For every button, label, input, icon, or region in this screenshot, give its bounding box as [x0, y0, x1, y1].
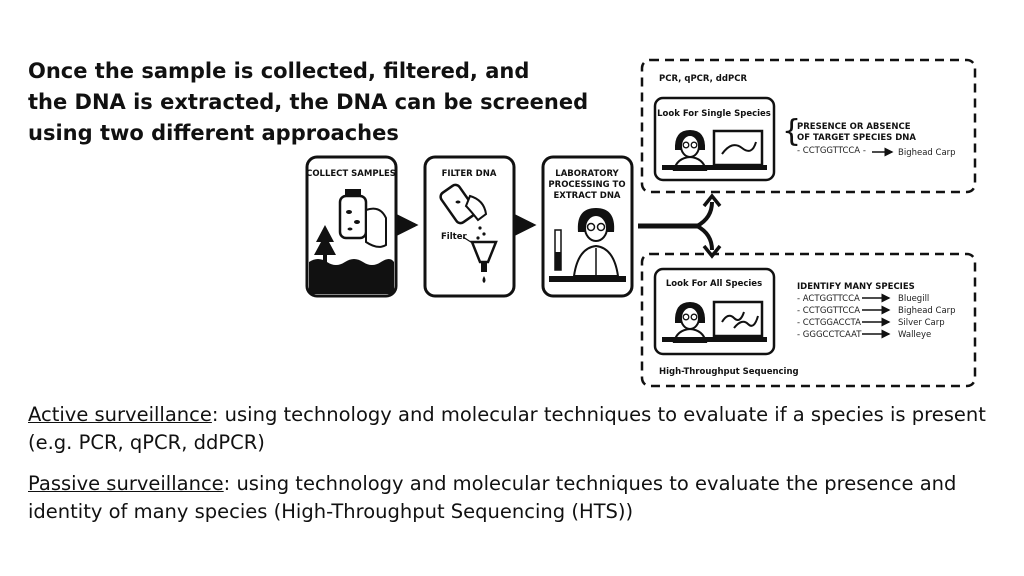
presence-absence-line-2: OF TARGET SPECIES DNA	[797, 133, 916, 143]
tilted-bottle-icon	[439, 183, 488, 225]
lab-label-line-3: EXTRACT DNA	[553, 191, 620, 201]
presence-absence-line-1: PRESENCE OR ABSENCE	[797, 122, 911, 132]
monitor-dna-icon	[712, 129, 764, 167]
researcher-icon-2	[672, 302, 708, 343]
passive-surveillance-text: : using technology and molecular techniq…	[223, 472, 957, 495]
all-species-box-label: Look For All Species	[666, 279, 762, 289]
filter-tag-label: Filter	[441, 232, 467, 242]
passive-surveillance-definition: Passive surveillance: using technology a…	[28, 470, 1024, 526]
heading-line-1: Once the sample is collected, filtered, …	[28, 59, 530, 83]
tree-icon	[314, 225, 336, 262]
hts-sequence-4: - GGGCCTCAAT	[797, 330, 862, 340]
hts-species-1: Bluegill	[898, 294, 929, 304]
collect-samples-label: COLLECT SAMPLES	[306, 169, 396, 179]
hts-sequence-2: - CCTGGTTCCA	[797, 306, 860, 316]
filter-dna-step: FILTER DNA Filter	[423, 155, 516, 298]
active-surveillance-examples: (e.g. PCR, qPCR, ddPCR)	[28, 431, 265, 454]
test-tube-icon	[554, 229, 562, 271]
hts-sequence-1: - ACTGGTTCCA	[797, 294, 860, 304]
svg-text:{: {	[782, 114, 801, 149]
lab-processing-step: LABORATORY PROCESSING TO EXTRACT DNA	[541, 155, 634, 298]
active-surveillance-text: : using technology and molecular techniq…	[211, 403, 986, 426]
lab-label-line-1: LABORATORY	[555, 169, 619, 179]
all-species-panel-title: High-Throughput Sequencing	[659, 367, 799, 377]
scientist-icon	[572, 208, 620, 277]
sample-bottle-icon	[338, 189, 387, 248]
hts-sequence-3: - CCTGGACCTA	[797, 318, 861, 328]
branch-arrow	[638, 193, 722, 259]
funnel-icon	[462, 236, 498, 283]
active-surveillance-definition: Active surveillance: using technology an…	[28, 401, 1024, 457]
active-surveillance-term: Active surveillance	[28, 403, 212, 426]
collect-samples-step: COLLECT SAMPLES	[305, 155, 398, 298]
heading: Once the sample is collected, filtered, …	[28, 56, 628, 149]
heading-line-3: using two different approaches	[28, 121, 399, 145]
heading-line-2: the DNA is extracted, the DNA can be scr…	[28, 90, 589, 114]
single-species-panel-title: PCR, qPCR, ddPCR	[659, 74, 747, 84]
lab-label-line-2: PROCESSING TO	[548, 180, 625, 190]
identify-many-species-title: IDENTIFY MANY SPECIES	[797, 282, 915, 292]
hts-species-2: Bighead Carp	[898, 306, 956, 316]
hts-species-3: Silver Carp	[898, 318, 945, 328]
single-species-panel: PCR, qPCR, ddPCR Look For Single Species…	[640, 58, 977, 194]
passive-surveillance-examples: identity of many species (High-Throughpu…	[28, 500, 634, 523]
all-species-panel: Look For All Species IDENTIFY MANY SPECI…	[640, 252, 977, 388]
lab-bench	[549, 276, 626, 282]
monitor-sequences-icon	[712, 300, 764, 338]
single-species-name: Bighead Carp	[898, 148, 956, 158]
hts-species-4: Walleye	[898, 330, 931, 340]
single-sequence: - CCTGGTTCCA -	[797, 146, 866, 156]
passive-surveillance-term: Passive surveillance	[28, 472, 224, 495]
edna-workflow-diagram: COLLECT SAMPLES FILTER DNA Filt	[305, 58, 977, 388]
filter-dna-label: FILTER DNA	[442, 169, 497, 179]
single-species-box-label: Look For Single Species	[657, 109, 771, 119]
researcher-icon	[672, 130, 708, 171]
